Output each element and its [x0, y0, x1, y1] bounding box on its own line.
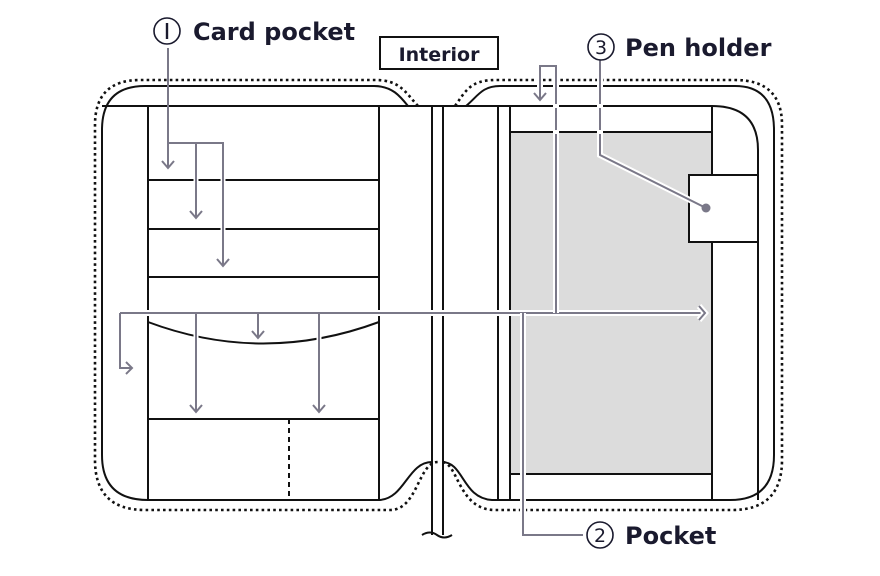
callout-number: 3: [595, 37, 607, 59]
title-box: Interior: [379, 36, 499, 70]
callout-pocket: 2 Pocket: [586, 521, 716, 550]
callout-pen-holder: 3 Pen holder: [587, 33, 772, 62]
callout-number: 2: [594, 525, 606, 547]
pocket-section: [510, 106, 713, 500]
pocket-leaders: [520, 63, 583, 538]
pen-holder-marker: [701, 203, 711, 213]
callout-label-pocket: Pocket: [625, 522, 716, 550]
pen-holder-leader: [597, 60, 711, 213]
card-pocket-leaders: [119, 48, 709, 414]
callout-label-card-pocket: Card pocket: [193, 18, 355, 46]
callout-label-pen-holder: Pen holder: [625, 34, 772, 62]
right-panel-outline: [441, 85, 775, 501]
left-zipper-dotted: [93, 78, 439, 512]
callout-card-pocket: ① Card pocket: [153, 17, 355, 46]
pen-holder: [688, 174, 759, 243]
spine-cut: [421, 531, 453, 539]
pocket-fill: [511, 132, 712, 474]
left-panel-outline: [101, 85, 433, 501]
right-corner-curve: [711, 105, 759, 500]
title-text: Interior: [399, 44, 481, 66]
card-pocket-section: [147, 106, 380, 500]
